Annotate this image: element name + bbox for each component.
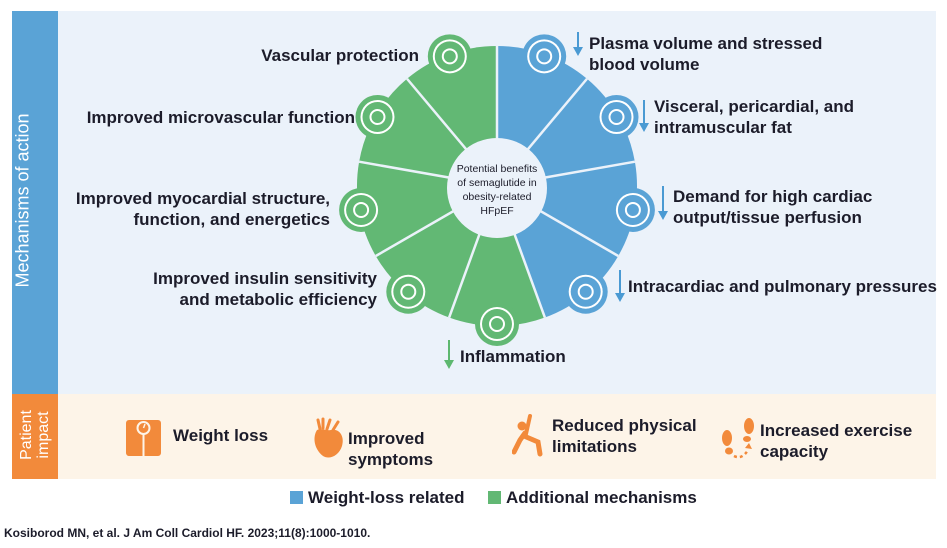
impact-line: limitations xyxy=(552,437,638,456)
legend-swatch-blue xyxy=(290,491,303,504)
wheel-sector xyxy=(449,186,545,327)
label-line: Visceral, pericardial, and xyxy=(654,97,855,116)
decrease-arrow-icon xyxy=(658,186,668,220)
center-line: HFpEF xyxy=(480,205,514,217)
stretching-person-icon xyxy=(512,414,543,457)
wheel-center-text: Potential benefits of semaglutide in obe… xyxy=(447,162,547,218)
impact-line: Reduced physical xyxy=(552,416,697,435)
mechanism-insulin-sensitivity: Improved insulin sensitivity and metabol… xyxy=(153,268,377,310)
citation: Kosiborod MN, et al. J Am Coll Cardiol H… xyxy=(4,526,371,540)
pancreas-icon xyxy=(386,269,431,314)
impact-reduced-limitations: Reduced physical limitations xyxy=(552,415,697,457)
mechanisms-sidebar xyxy=(12,11,58,394)
impact-line: Increased exercise xyxy=(760,421,913,440)
mechanism-microvascular-function: Improved microvascular function xyxy=(87,107,355,128)
legend-label: Additional mechanisms xyxy=(506,488,697,507)
heart-icon xyxy=(314,417,343,458)
fat-tissue-icon xyxy=(594,95,639,139)
impact-line: capacity xyxy=(760,442,829,461)
blood-vessel-flow-icon xyxy=(522,34,567,79)
impact-line: Weight loss xyxy=(173,426,269,445)
label-line: Demand for high cardiac xyxy=(673,187,873,206)
label-line: Vascular protection xyxy=(261,46,419,65)
impact-line: Improved xyxy=(348,429,425,448)
mechanism-myocardial-structure: Improved myocardial structure, function,… xyxy=(76,188,330,230)
impact-line: symptoms xyxy=(348,450,434,469)
label-line: Improved myocardial structure, xyxy=(75,189,330,208)
mechanism-visceral-fat: Visceral, pericardial, and intramuscular… xyxy=(654,96,854,138)
decrease-arrow-icon xyxy=(615,270,625,302)
footsteps-icon xyxy=(722,418,754,459)
label-line: Improved microvascular function xyxy=(86,108,355,127)
center-line: Potential benefits xyxy=(456,163,538,175)
decrease-arrow-icon xyxy=(639,100,649,132)
center-line: of semaglutide in xyxy=(457,177,537,189)
label-line: function, and energetics xyxy=(133,210,330,229)
label-line: and metabolic efficiency xyxy=(179,290,377,309)
impact-exercise-capacity: Increased exercise capacity xyxy=(760,420,912,462)
label-line: Improved insulin sensitivity xyxy=(153,269,377,288)
mechanism-vascular-protection: Vascular protection xyxy=(261,45,419,66)
scale-icon xyxy=(126,420,161,456)
center-line: obesity-related xyxy=(462,191,532,203)
legend-label: Weight-loss related xyxy=(308,488,465,507)
decrease-arrow-icon xyxy=(573,32,583,56)
legend-additional: Additional mechanisms xyxy=(488,488,697,508)
lungs-icon xyxy=(563,269,608,314)
label-line: Inflammation xyxy=(460,347,566,366)
label-line: blood volume xyxy=(589,55,700,74)
flame-icon xyxy=(475,302,519,346)
blood-vessel-icon xyxy=(427,34,472,79)
legend-weight-loss: Weight-loss related xyxy=(290,488,465,508)
mechanism-inflammation: Inflammation xyxy=(460,346,566,367)
mechanism-intracardiac-pressures: Intracardiac and pulmonary pressures xyxy=(628,276,937,297)
label-line: Plasma volume and stressed xyxy=(589,34,823,53)
label-line: output/tissue perfusion xyxy=(673,208,862,227)
smartwatch-icon xyxy=(610,187,655,232)
label-line: intramuscular fat xyxy=(654,118,792,137)
impact-improved-symptoms: Improved symptoms xyxy=(348,428,433,470)
mechanism-cardiac-demand: Demand for high cardiac output/tissue pe… xyxy=(673,186,872,228)
patient-impact-sidebar xyxy=(12,394,58,479)
legend-swatch-green xyxy=(488,491,501,504)
wheel-center-circle xyxy=(447,138,547,238)
label-line: Intracardiac and pulmonary pressures xyxy=(628,277,937,296)
decrease-arrow-icon xyxy=(444,340,454,369)
heart-icon xyxy=(339,187,384,232)
microvessel-icon xyxy=(355,95,400,139)
patient-impact-panel xyxy=(12,394,936,479)
mechanism-plasma-volume: Plasma volume and stressed blood volume xyxy=(589,33,822,75)
impact-weight-loss: Weight loss xyxy=(173,425,268,446)
